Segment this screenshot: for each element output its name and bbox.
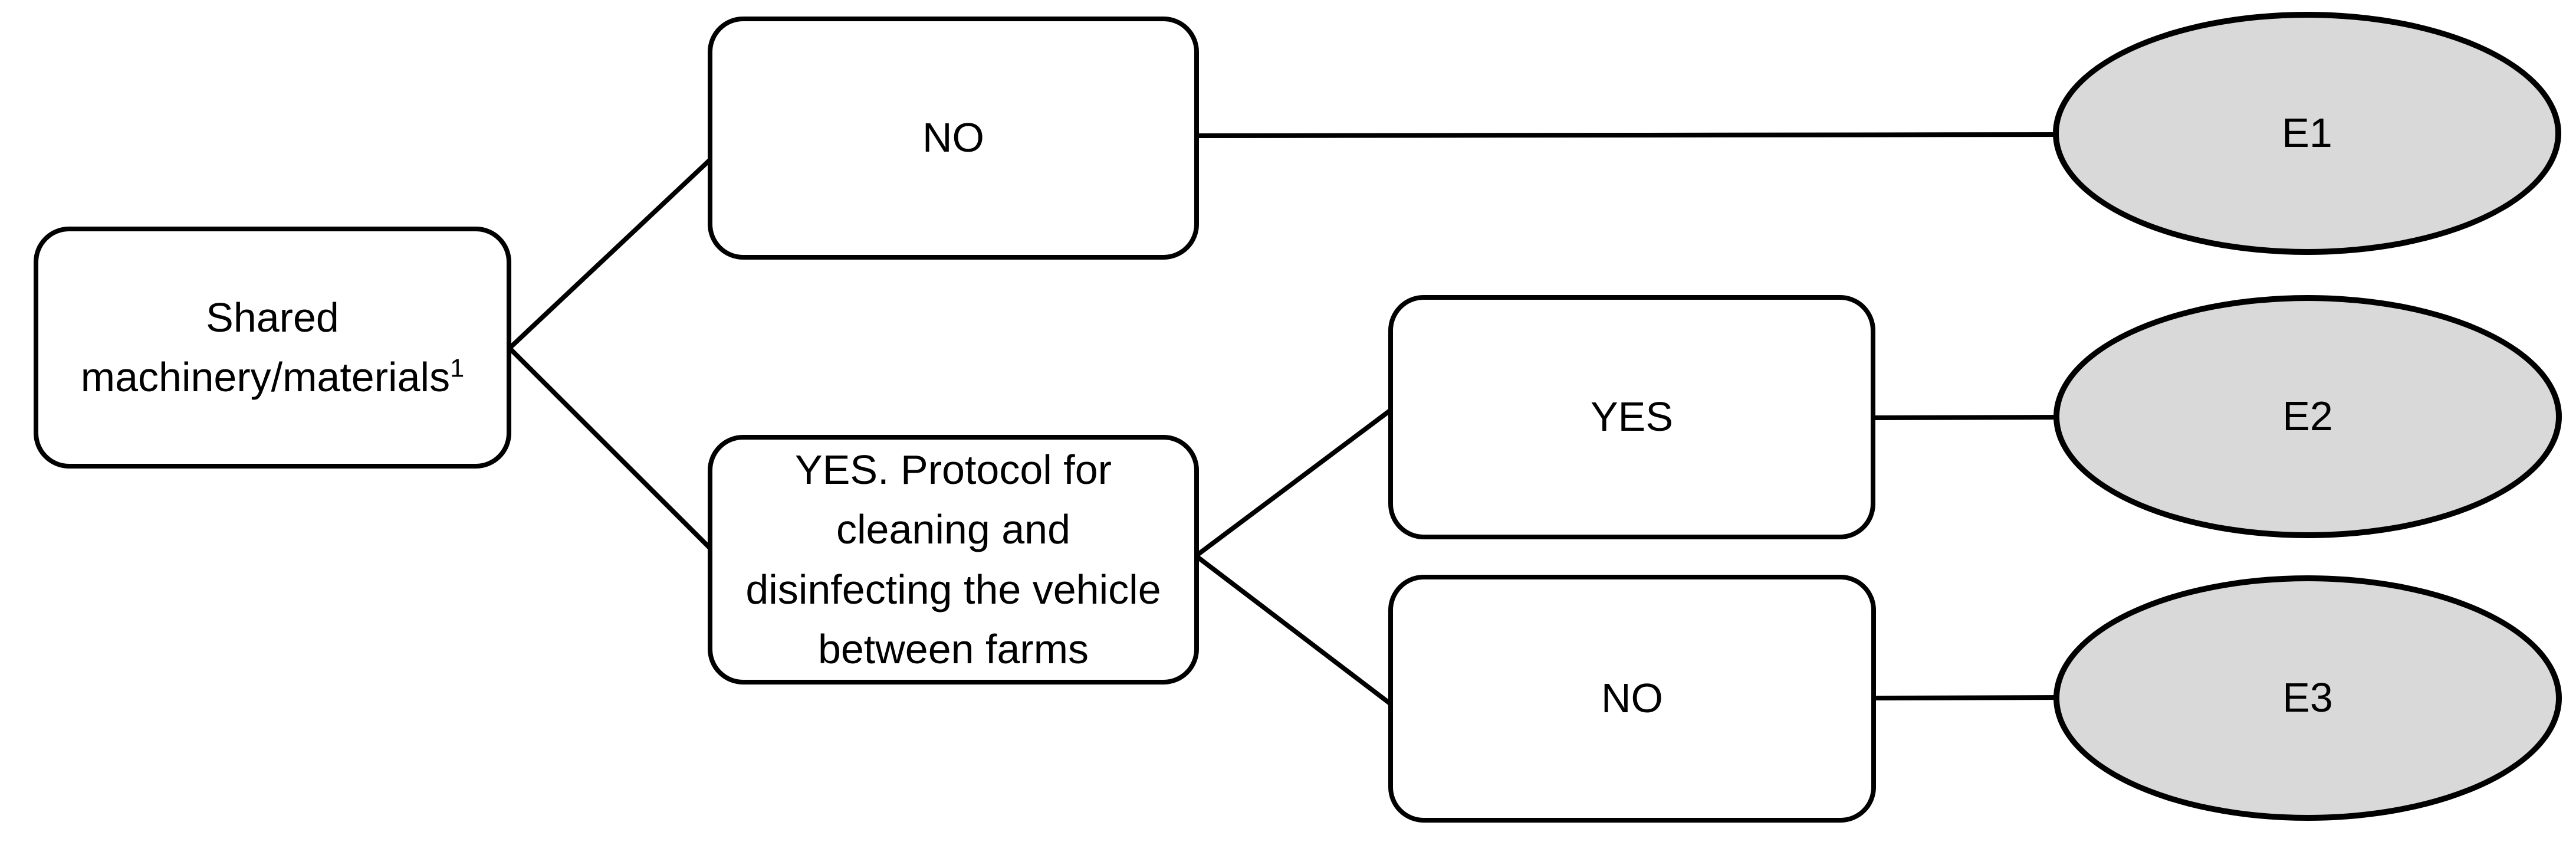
branch-yes-protocol-box: YES. Protocol for cleaning and disinfect… <box>708 435 1199 684</box>
outcome-e3-label: E3 <box>2282 674 2333 721</box>
outcome-ellipse-e1: E1 <box>2053 12 2561 255</box>
sub-branch-no-box: NO <box>1388 575 1876 823</box>
root-label-line2: machinery/materials1 <box>80 354 465 400</box>
edge-no-top-to-e1 <box>1194 132 2066 138</box>
edge-protocol-to-yes-sub <box>1194 406 1395 558</box>
outcome-e2-label: E2 <box>2282 393 2333 440</box>
branch-no-label: NO <box>922 114 984 161</box>
outcome-e1-label: E1 <box>2282 110 2332 156</box>
root-label-line1: Shared <box>206 294 339 340</box>
edge-yes-sub-to-e2 <box>1868 415 2066 420</box>
sub-branch-yes-box: YES <box>1388 295 1875 539</box>
outcome-ellipse-e3: E3 <box>2053 575 2562 821</box>
edge-no-sub-to-e3 <box>1869 695 2066 700</box>
outcome-ellipse-e2: E2 <box>2053 295 2562 538</box>
root-decision-box: Shared machinery/materials1 <box>34 227 511 469</box>
edge-root-to-protocol <box>507 346 716 554</box>
sub-branch-no-label: NO <box>1601 675 1663 722</box>
edge-root-to-no-top <box>507 154 716 351</box>
footnote-marker: 1 <box>450 354 465 383</box>
root-decision-label: Shared machinery/materials1 <box>38 288 507 408</box>
branch-yes-protocol-label: YES. Protocol for cleaning and disinfect… <box>745 446 1161 673</box>
sub-branch-yes-label: YES <box>1590 394 1674 440</box>
branch-no-box: NO <box>708 17 1199 260</box>
edge-protocol-to-no-sub <box>1194 553 1395 708</box>
